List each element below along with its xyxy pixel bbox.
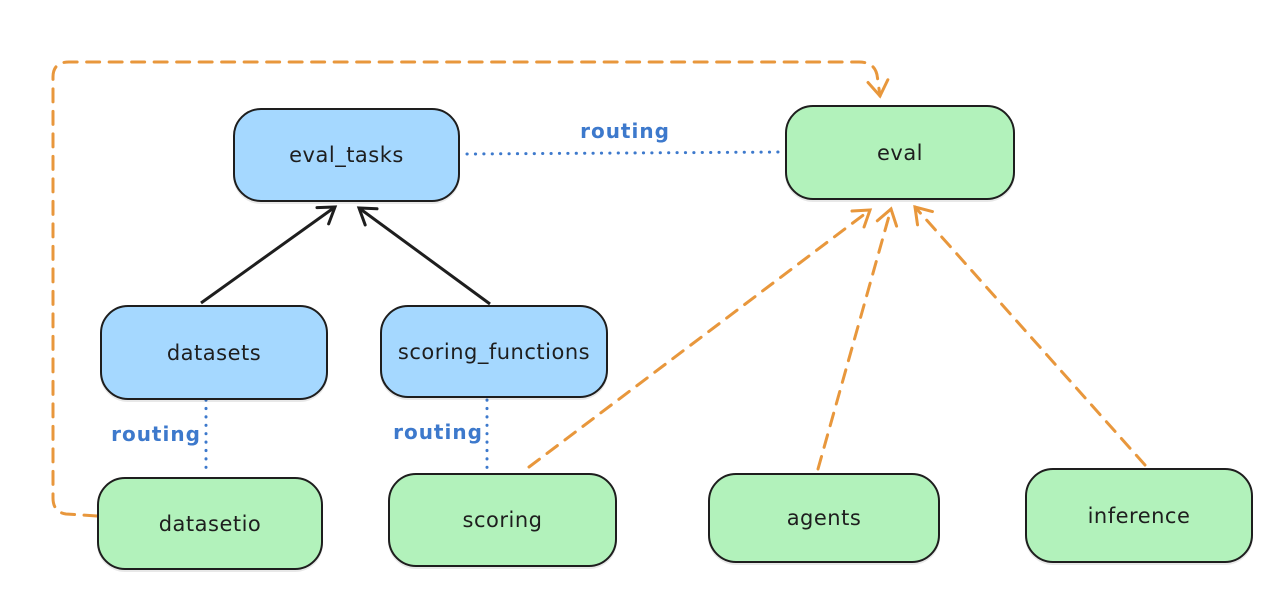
- node-eval-label: eval: [876, 140, 924, 165]
- routing-label-scoring-functions-scoring: routing: [393, 420, 483, 444]
- edge-eval-tasks-to-eval-dotted: [465, 150, 785, 156]
- node-eval: eval: [785, 105, 1015, 200]
- edge-datasets-to-eval-tasks-arrow: [200, 205, 338, 305]
- node-datasets-label: datasets: [166, 340, 262, 365]
- node-inference-label: inference: [1087, 503, 1191, 528]
- node-scoring-functions-label: scoring_functions: [397, 339, 591, 364]
- edge-datasetio-to-eval-dashed-arrow: [51, 60, 890, 518]
- edge-agents-to-eval-dashed-arrow: [816, 206, 899, 471]
- node-inference: inference: [1025, 468, 1253, 563]
- node-scoring-functions: scoring_functions: [380, 305, 608, 398]
- edge-scoring-to-eval-dashed-arrow: [527, 208, 873, 469]
- node-agents-label: agents: [786, 506, 862, 530]
- node-eval-tasks-label: eval_tasks: [289, 143, 404, 167]
- edge-scoring-functions-to-eval-tasks-arrow: [356, 206, 491, 306]
- node-agents: agents: [708, 473, 940, 563]
- edge-inference-to-eval-dashed-arrow: [913, 204, 1147, 467]
- node-datasets: datasets: [100, 305, 328, 400]
- node-scoring-label: scoring: [462, 508, 543, 532]
- node-datasetio: datasetio: [97, 477, 323, 570]
- node-datasetio-label: datasetio: [158, 511, 262, 536]
- node-eval-tasks: eval_tasks: [233, 108, 460, 202]
- routing-label-eval-tasks-eval: routing: [580, 119, 670, 143]
- routing-label-datasets-datasetio: routing: [111, 422, 201, 446]
- node-scoring: scoring: [388, 473, 617, 567]
